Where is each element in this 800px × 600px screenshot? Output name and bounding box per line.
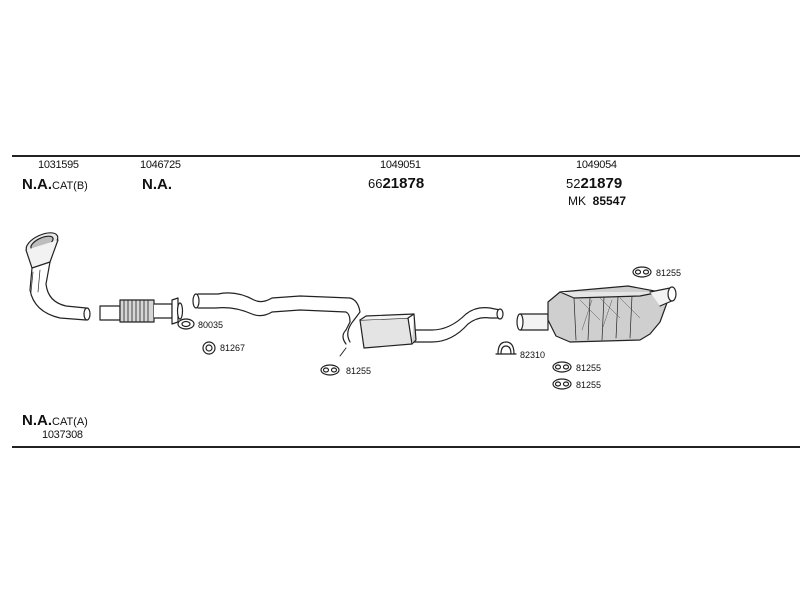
- callout-81255-rear-1: 81255: [576, 363, 602, 373]
- bottom-divider-line: [12, 446, 800, 448]
- col4-part-number: 1049054: [576, 159, 617, 171]
- hanger-81255-mid: [320, 364, 340, 376]
- col1-desc-suffix: CAT(B): [52, 180, 88, 192]
- callout-81255-rear-2: 81255: [576, 380, 602, 390]
- bottom-desc-suffix: CAT(A): [52, 416, 88, 428]
- gasket-80035: [177, 318, 195, 330]
- hanger-81255-rear-top: [632, 266, 652, 278]
- col4-mk-prefix: MK: [568, 194, 586, 208]
- callout-81255-rear-top: 81255: [656, 268, 682, 278]
- col1-part-number: 1031595: [38, 159, 79, 171]
- rear-silencer: [516, 285, 677, 343]
- col1-desc-bold: N.A.: [22, 176, 52, 193]
- front-downpipe: [25, 232, 91, 321]
- col1-description: N.A.CAT(B): [22, 177, 88, 192]
- callout-82310: 82310: [520, 350, 546, 360]
- col3-code: 6621878: [368, 176, 424, 191]
- clamp-82310: [495, 341, 517, 355]
- col4-code: 5221879: [566, 176, 622, 191]
- bottom-desc-bold: N.A.: [22, 412, 52, 429]
- col4-code-prefix: 52: [566, 176, 581, 191]
- middle-pipe: [192, 292, 361, 357]
- col4-code-main: 21879: [580, 175, 623, 192]
- callout-80035: 80035: [198, 320, 224, 330]
- col2-description: N.A.: [142, 176, 172, 193]
- hanger-81255-rear-2: [552, 378, 572, 390]
- col3-code-main: 21878: [382, 175, 425, 192]
- callout-81255-mid: 81255: [346, 366, 372, 376]
- bottom-part-number: 1037308: [42, 429, 83, 441]
- ring-81267: [202, 341, 216, 355]
- col4-mk-label: MK 85547: [568, 195, 626, 207]
- flex-pipe: [99, 297, 184, 325]
- col4-mk-number: 85547: [592, 194, 627, 208]
- top-divider-line: [12, 155, 800, 157]
- col3-code-prefix: 66: [368, 176, 383, 191]
- col2-part-number: 1046725: [140, 159, 181, 171]
- hanger-81255-rear-1: [552, 361, 572, 373]
- callout-81267: 81267: [220, 343, 246, 353]
- col3-part-number: 1049051: [380, 159, 421, 171]
- middle-silencer: [359, 307, 504, 349]
- bottom-description: N.A.CAT(A): [22, 413, 88, 428]
